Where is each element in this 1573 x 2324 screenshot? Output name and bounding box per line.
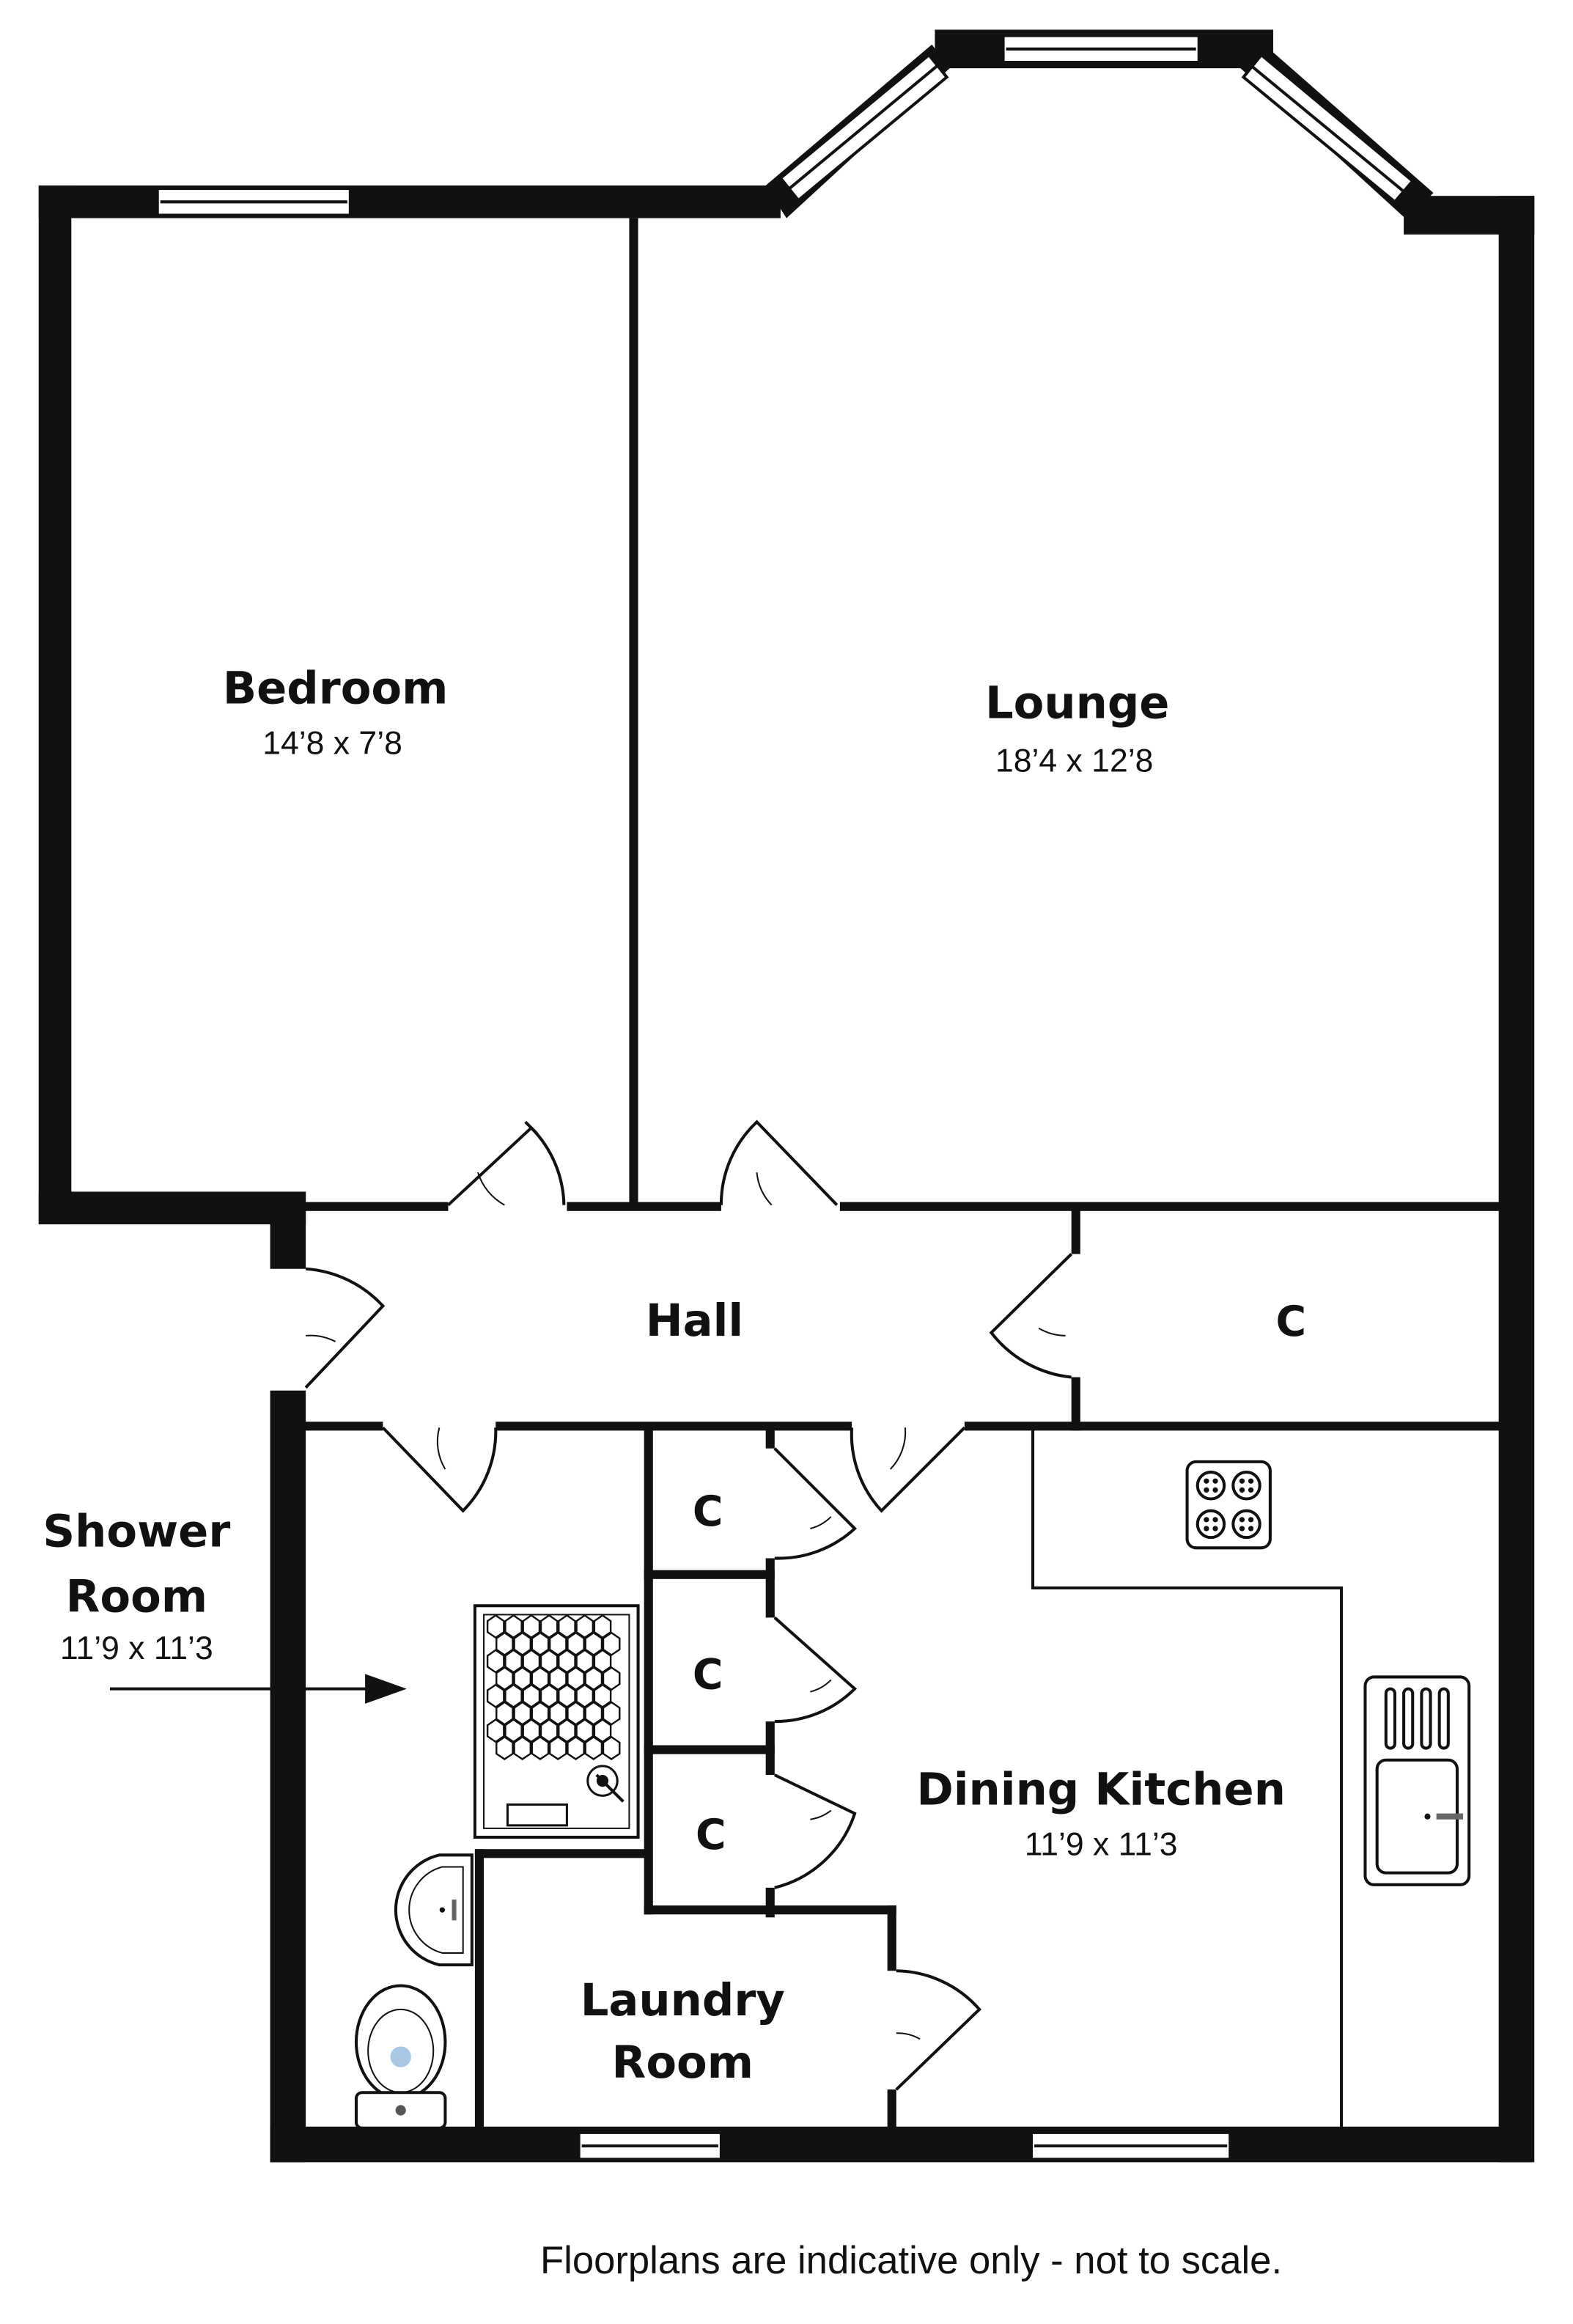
shower-tile — [558, 1649, 576, 1674]
shower-tile — [575, 1683, 594, 1708]
shower-tile — [567, 1666, 585, 1691]
shower-tile — [602, 1666, 621, 1691]
shower-room-label-line1: Shower — [43, 1506, 230, 1557]
shower-tile — [575, 1614, 594, 1639]
shower-tile — [593, 1718, 612, 1743]
shower-tile — [513, 1701, 532, 1726]
shower-tray-icon — [473, 1604, 640, 1839]
windows — [155, 34, 1415, 2161]
shower-tile — [486, 1718, 505, 1743]
dining-kitchen-label: Dining Kitchen — [916, 1765, 1286, 1816]
hall-cupboard-label: C — [1275, 1298, 1306, 1346]
shower-tile — [531, 1701, 550, 1726]
shower-tile — [593, 1649, 612, 1674]
shower-tile — [522, 1718, 541, 1743]
shower-tile — [593, 1683, 612, 1708]
shower-tile — [522, 1614, 541, 1639]
shower-tile — [504, 1614, 523, 1639]
shower-tile — [548, 1666, 567, 1691]
shower-tile — [584, 1666, 603, 1691]
toilet-icon — [354, 1984, 447, 2130]
shower-tile — [486, 1614, 505, 1639]
dining-kitchen-dimensions: 11’9 x 11’3 — [1025, 1826, 1178, 1862]
shower-room-label-line2: Room — [66, 1571, 207, 1622]
lounge-dimensions: 18’4 x 12’8 — [995, 743, 1153, 779]
shower-tile — [558, 1683, 576, 1708]
outer-walls — [38, 29, 1535, 2163]
shower-room-arrow — [109, 1674, 407, 1704]
shower-tile — [504, 1718, 523, 1743]
internal-walls — [296, 218, 1502, 2134]
shower-tile — [558, 1718, 576, 1743]
shower-tile — [602, 1735, 621, 1761]
bedroom-label: Bedroom — [223, 663, 449, 715]
shower-tile — [496, 1735, 514, 1761]
shower-tile — [567, 1701, 585, 1726]
shower-tile — [584, 1735, 603, 1761]
shower-tile — [539, 1649, 559, 1674]
shower-tile — [513, 1666, 532, 1691]
laundry-room-label-line2: Room — [612, 2037, 754, 2089]
shower-tile — [531, 1735, 550, 1761]
shower-tile — [548, 1631, 567, 1656]
shower-tile — [496, 1701, 514, 1726]
shower-tile — [575, 1649, 594, 1674]
shower-tile — [539, 1718, 559, 1743]
cupboard-1-label: C — [693, 1488, 723, 1536]
lounge-label: Lounge — [985, 678, 1170, 729]
shower-tile — [522, 1683, 541, 1708]
bedroom-dimensions: 14’8 x 7’8 — [262, 725, 402, 761]
shower-tile — [531, 1666, 550, 1691]
kitchen-sink-icon — [1363, 1675, 1471, 1886]
shower-tile — [496, 1666, 514, 1691]
shower-tile — [548, 1735, 567, 1761]
shower-tile — [567, 1631, 585, 1656]
shower-tile — [504, 1649, 523, 1674]
shower-tile — [486, 1683, 505, 1708]
shower-tile — [522, 1649, 541, 1674]
cupboard-2-label: C — [693, 1651, 723, 1699]
laundry-room-label-line1: Laundry — [581, 1975, 785, 2026]
hall-label: Hall — [646, 1295, 743, 1347]
shower-tile — [539, 1614, 559, 1639]
shower-tile — [575, 1718, 594, 1743]
shower-tile — [593, 1614, 612, 1639]
shower-tile — [602, 1701, 621, 1726]
kitchen-counter — [1031, 1427, 1344, 2130]
shower-tile — [513, 1735, 532, 1761]
shower-tile — [558, 1614, 576, 1639]
cupboard-3-label: C — [696, 1811, 726, 1859]
shower-tile — [496, 1631, 514, 1656]
hob-icon — [1185, 1460, 1272, 1550]
doors — [304, 1119, 1073, 2091]
shower-tile — [486, 1649, 505, 1674]
basin-icon — [394, 1853, 474, 1967]
shower-tile — [504, 1683, 523, 1708]
shower-tile — [584, 1701, 603, 1726]
shower-tile — [539, 1683, 559, 1708]
shower-tile — [513, 1631, 532, 1656]
shower-tile — [548, 1701, 567, 1726]
shower-tile — [584, 1631, 603, 1656]
shower-tile — [602, 1631, 621, 1656]
shower-tile — [567, 1735, 585, 1761]
shower-room-dimensions: 11’9 x 11’3 — [60, 1630, 213, 1666]
disclaimer-note: Floorplans are indicative only - not to … — [540, 2239, 1282, 2282]
shower-tile — [531, 1631, 550, 1656]
